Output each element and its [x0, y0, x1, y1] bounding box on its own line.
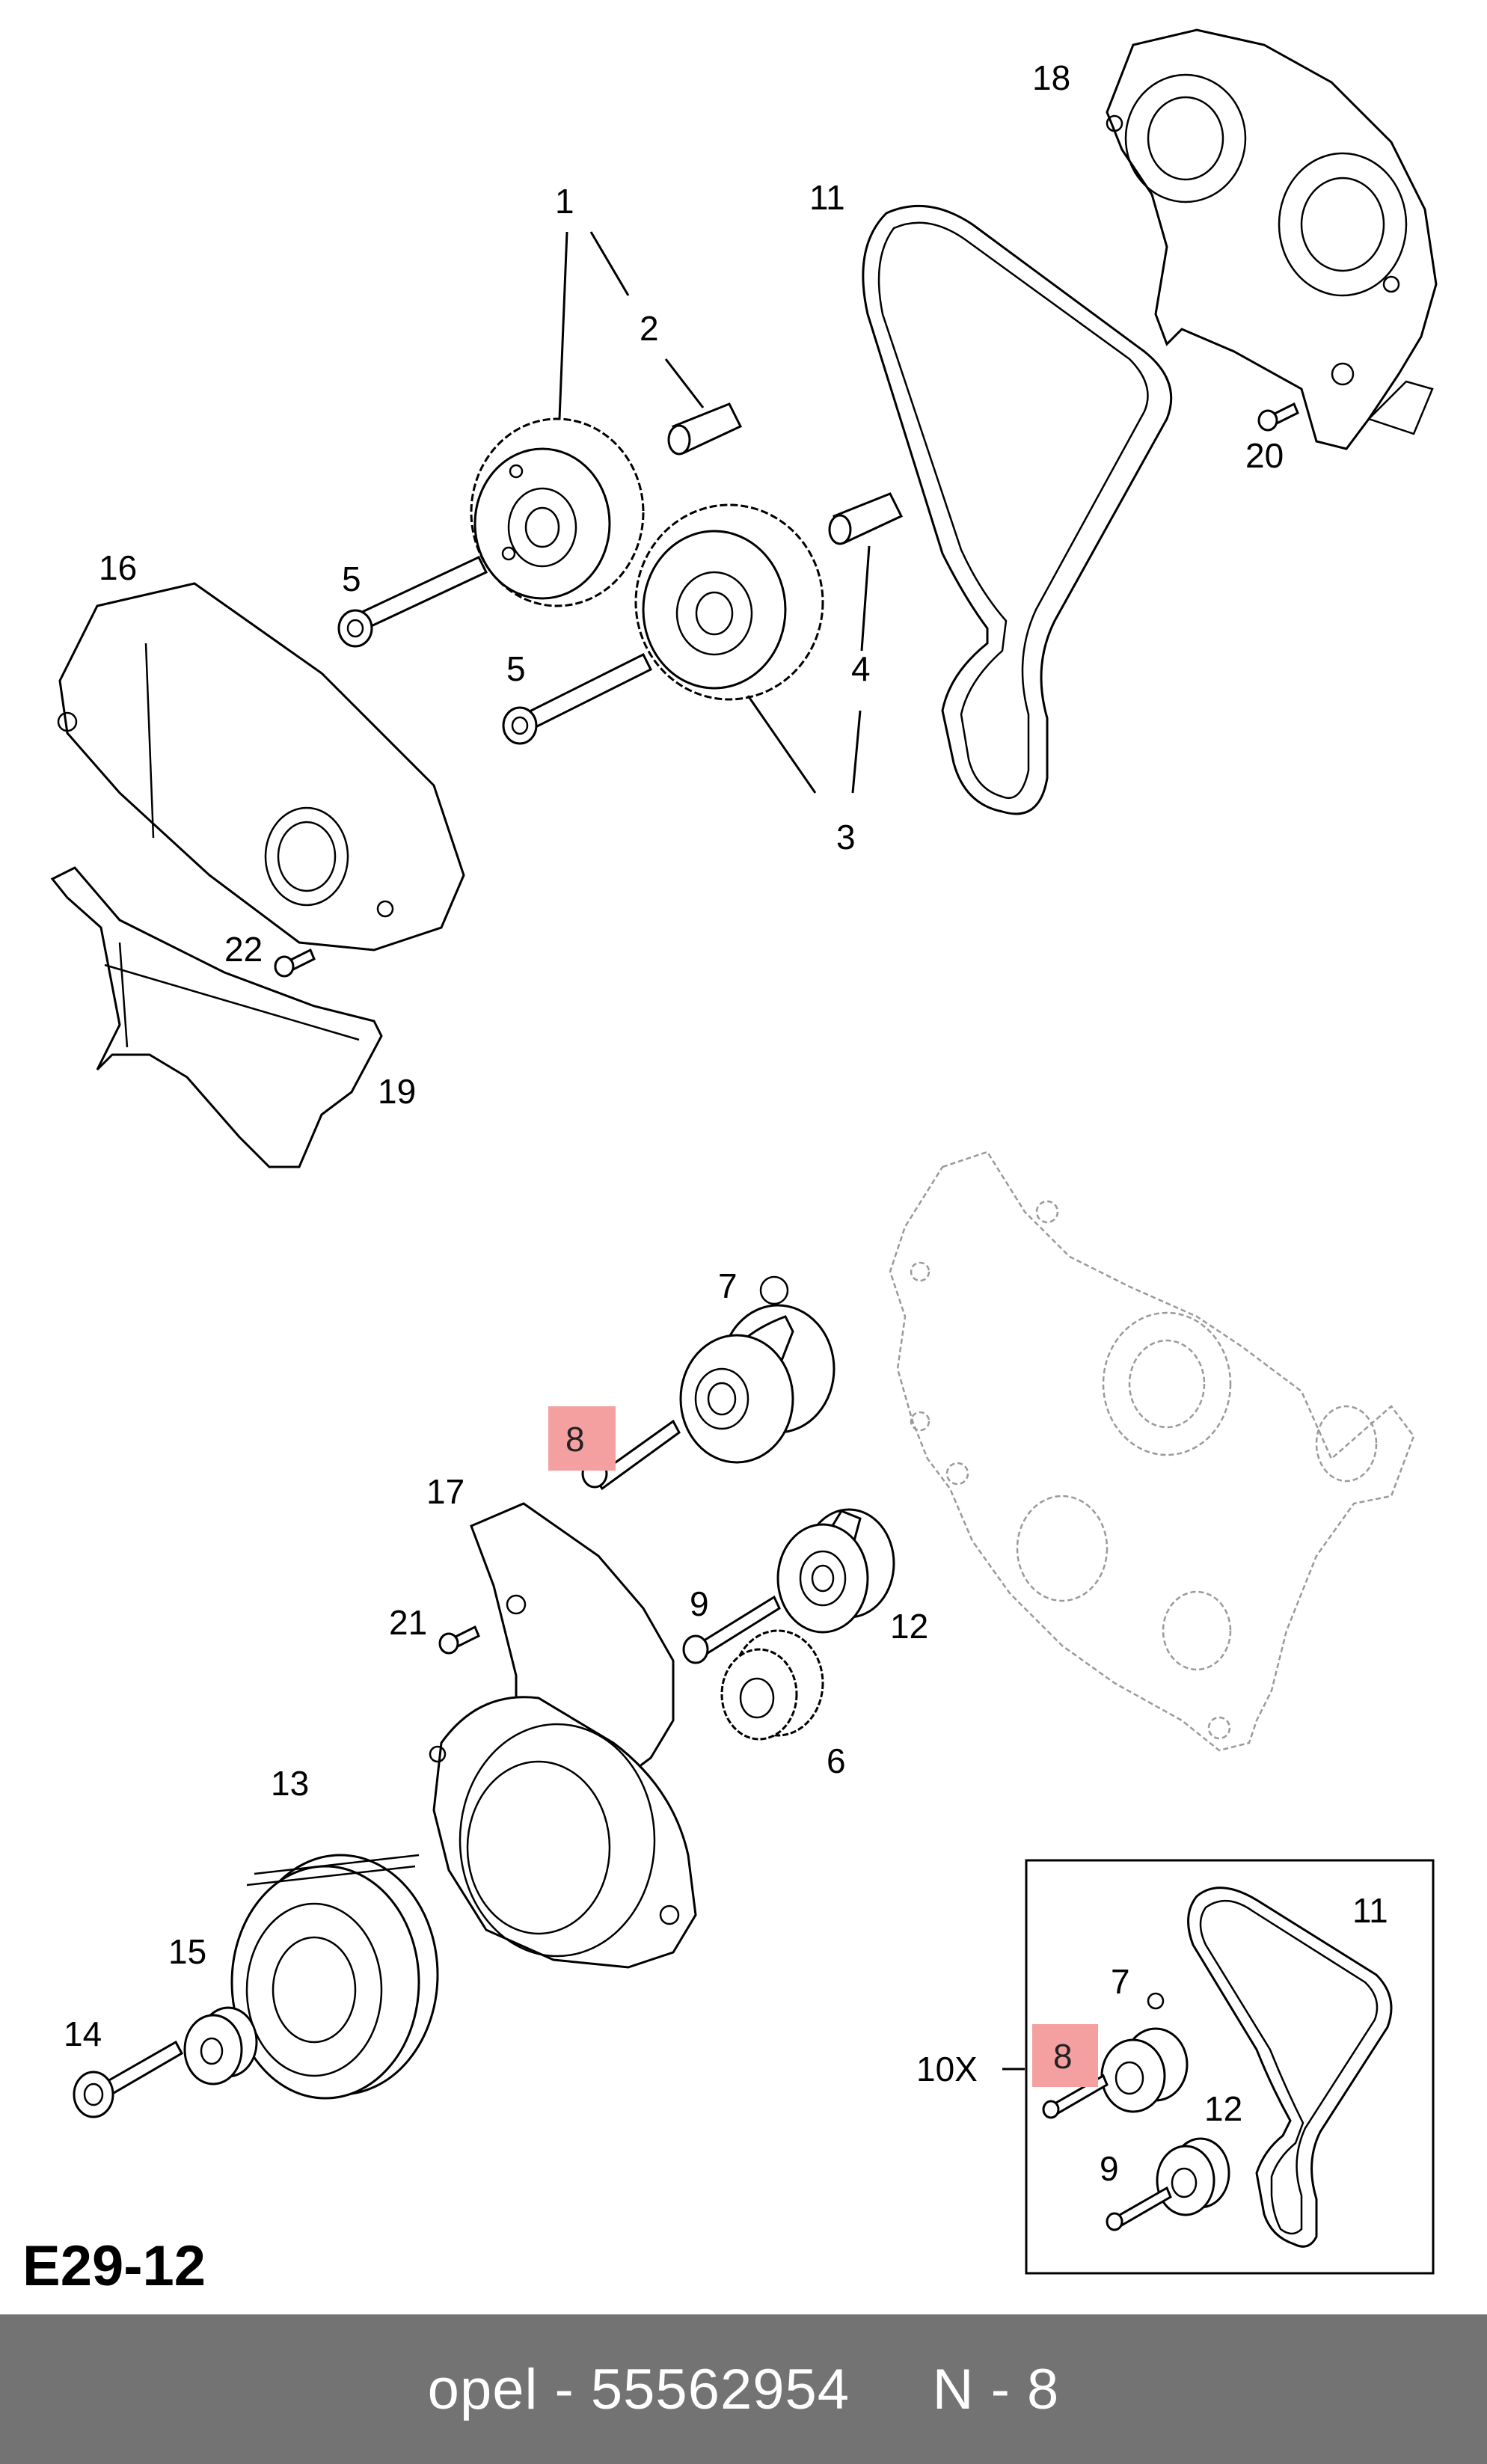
callout-1[interactable]: 1 [555, 182, 574, 221]
callout-5a[interactable]: 5 [342, 560, 361, 598]
callout-2[interactable]: 2 [640, 309, 659, 348]
callout-18[interactable]: 18 [1032, 58, 1070, 97]
part-bolt-21 [438, 1625, 480, 1655]
callout-3[interactable]: 3 [836, 818, 856, 856]
part-pin-4 [828, 492, 904, 545]
callout-7[interactable]: 7 [718, 1266, 738, 1305]
part-bolt-22 [274, 948, 316, 978]
kit-callout-9[interactable]: 9 [1100, 2149, 1119, 2188]
engine-front-housing-ghost [889, 1150, 1415, 1752]
callout-22[interactable]: 22 [224, 930, 263, 969]
kit-label-10x[interactable]: 10X [916, 2050, 978, 2088]
part-bolt-5-lower [502, 652, 653, 745]
part-lower-timing-cover [50, 866, 383, 1168]
callout-8[interactable]: 8 [565, 1420, 585, 1459]
part-camshaft-adjuster-intake [470, 417, 645, 607]
part-washer [183, 2006, 258, 2085]
callout-5b[interactable]: 5 [506, 649, 526, 688]
part-idler-pulley [776, 1508, 895, 1634]
part-crankshaft-pulley [230, 1854, 439, 2100]
callouts: 1 2 3 4 5 5 6 7 8 9 11 12 13 14 15 16 17… [64, 58, 1388, 2188]
diagram-code: E29-12 [22, 2234, 206, 2298]
part-crankshaft-sprocket [720, 1629, 824, 1741]
kit-callout-8[interactable]: 8 [1053, 2037, 1073, 2076]
callout-21[interactable]: 21 [389, 1603, 427, 1642]
callout-17[interactable]: 17 [426, 1472, 465, 1511]
part-pin-2 [667, 402, 743, 456]
footer-part-reference: opel - 55562954 N - 8 [427, 2357, 1060, 2421]
highlight-box-8 [548, 1406, 616, 1471]
callout-11[interactable]: 11 [809, 178, 845, 217]
kit-highlight-box-8 [1032, 2024, 1098, 2087]
callout-16[interactable]: 16 [99, 548, 137, 587]
callout-13[interactable]: 13 [271, 1764, 309, 1803]
leader-lines [558, 231, 1025, 2071]
callout-9[interactable]: 9 [690, 1584, 709, 1623]
kit-callout-12[interactable]: 12 [1204, 2089, 1242, 2128]
callout-15[interactable]: 15 [168, 1932, 206, 1971]
part-camshaft-adjuster-exhaust [634, 503, 824, 701]
part-belt-tensioner [679, 1275, 836, 1464]
kit-callout-7[interactable]: 7 [1111, 1962, 1130, 2001]
kit-callout-11[interactable]: 11 [1352, 1891, 1388, 1930]
callout-20[interactable]: 20 [1245, 436, 1284, 475]
callout-4[interactable]: 4 [851, 649, 871, 688]
part-front-timing-cover [57, 582, 465, 951]
callout-14[interactable]: 14 [64, 2014, 102, 2053]
part-crank-seal-housing [429, 1696, 697, 1969]
part-bolt-20 [1257, 402, 1299, 432]
part-timing-belt [862, 204, 1173, 815]
part-bolt-9 [682, 1595, 781, 1664]
callout-12[interactable]: 12 [890, 1607, 928, 1646]
part-rear-timing-cover [1106, 28, 1438, 450]
part-crankshaft-bolt [73, 2040, 184, 2118]
part-bolt-5-upper [337, 556, 488, 648]
callout-6[interactable]: 6 [827, 1741, 846, 1780]
callout-19[interactable]: 19 [378, 1072, 416, 1111]
footer-bar: opel - 55562954 N - 8 [0, 2314, 1487, 2464]
